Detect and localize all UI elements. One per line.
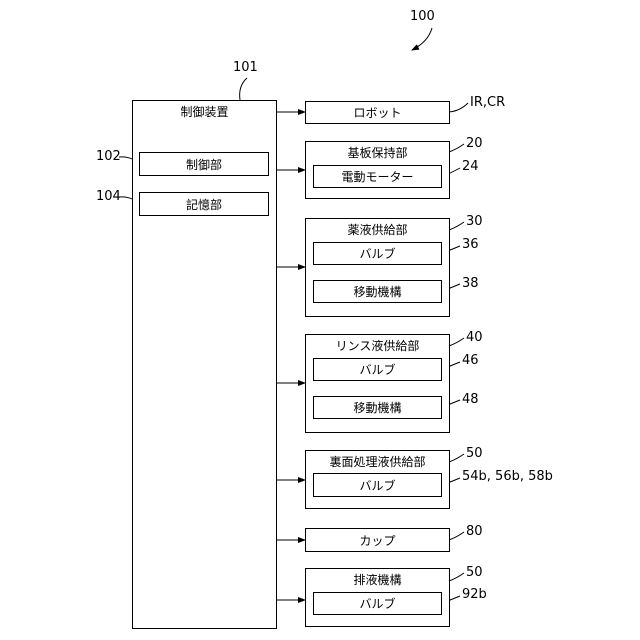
chemical-supply-label: 薬液供給部 xyxy=(306,223,449,237)
figure-ref: 100 xyxy=(410,9,435,24)
rinse-valve-box: バルブ xyxy=(313,358,442,381)
control-unit-ref: 102 xyxy=(96,149,121,164)
backside-valve-box: バルブ xyxy=(313,473,442,497)
chemical-mover-ref: 38 xyxy=(462,276,479,291)
chemical-valve-ref: 36 xyxy=(462,237,479,252)
rinse-valve-ref: 46 xyxy=(462,353,479,368)
rinse-valve-label: バルブ xyxy=(359,361,395,378)
rinse-mover-box: 移動機構 xyxy=(313,396,442,419)
rinse-supply-box: リンス液供給部 バルブ 移動機構 xyxy=(305,334,450,433)
leader-40 xyxy=(449,338,464,346)
robot-ref: IR,CR xyxy=(470,95,505,110)
backside-valve-ref: 54b, 56b, 58b xyxy=(462,469,553,484)
cup-label: カップ xyxy=(359,532,395,549)
cup-ref: 80 xyxy=(466,524,483,539)
chemical-mover-box: 移動機構 xyxy=(313,280,442,303)
substrate-holder-box: 基板保持部 電動モーター xyxy=(305,141,450,199)
control-unit-box: 制御部 xyxy=(139,152,269,176)
robot-label: ロボット xyxy=(353,104,401,121)
backside-supply-ref: 50 xyxy=(466,446,483,461)
figure-ref-arrow xyxy=(412,28,432,50)
drain-valve-ref: 92b xyxy=(462,587,487,602)
chemical-valve-box: バルブ xyxy=(313,242,442,265)
drain-box: 排液機構 バルブ xyxy=(305,568,450,627)
storage-unit-label: 記憶部 xyxy=(186,196,222,213)
leader-robot xyxy=(449,103,468,112)
storage-unit-box: 記憶部 xyxy=(139,192,269,216)
controller-box: 制御装置 制御部 記憶部 xyxy=(132,100,277,629)
motor-label: 電動モーター xyxy=(341,168,413,185)
rinse-mover-label: 移動機構 xyxy=(353,399,401,416)
drain-valve-label: バルブ xyxy=(359,595,395,612)
chemical-supply-box: 薬液供給部 バルブ 移動機構 xyxy=(305,218,450,317)
leader-50-backside xyxy=(449,454,464,462)
chemical-supply-ref: 30 xyxy=(466,214,483,229)
substrate-holder-label: 基板保持部 xyxy=(306,146,449,160)
control-unit-label: 制御部 xyxy=(186,156,222,173)
rinse-supply-label: リンス液供給部 xyxy=(306,339,449,353)
rinse-supply-ref: 40 xyxy=(466,330,483,345)
motor-ref: 24 xyxy=(462,159,479,174)
leader-20 xyxy=(449,144,464,152)
drain-valve-box: バルブ xyxy=(313,592,442,615)
leader-30 xyxy=(449,222,464,230)
chemical-mover-label: 移動機構 xyxy=(353,283,401,300)
rinse-mover-ref: 48 xyxy=(462,392,479,407)
substrate-holder-ref: 20 xyxy=(466,136,483,151)
backside-valve-label: バルブ xyxy=(359,477,395,494)
leader-50-drain xyxy=(449,573,464,581)
drain-label: 排液機構 xyxy=(306,573,449,587)
leader-101 xyxy=(240,78,247,100)
backside-supply-label: 裏面処理液供給部 xyxy=(306,455,449,469)
leader-80 xyxy=(449,532,464,540)
backside-supply-box: 裏面処理液供給部 バルブ xyxy=(305,450,450,509)
storage-unit-ref: 104 xyxy=(96,189,121,204)
drain-ref: 50 xyxy=(466,565,483,580)
cup-box: カップ xyxy=(305,528,450,552)
motor-box: 電動モーター xyxy=(313,165,442,188)
controller-title: 制御装置 xyxy=(133,105,276,119)
robot-box: ロボット xyxy=(305,101,450,124)
chemical-valve-label: バルブ xyxy=(359,245,395,262)
controller-ref: 101 xyxy=(233,60,258,75)
